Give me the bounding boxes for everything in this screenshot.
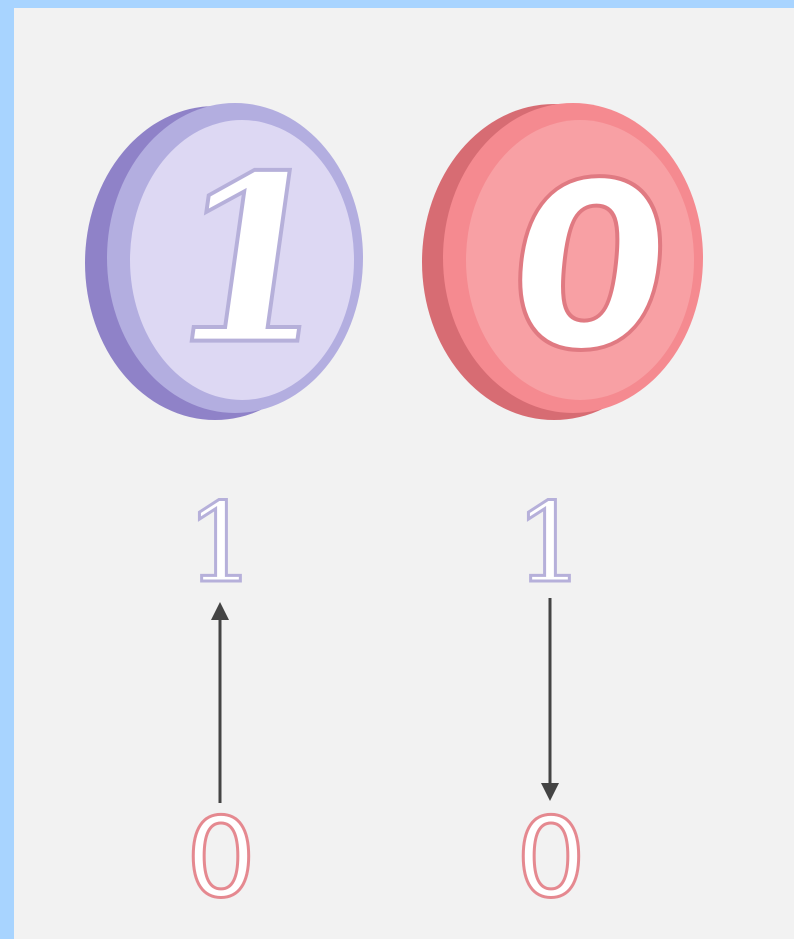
coin-one-face [130, 120, 354, 400]
diagram-frame: 1 0 1 0 1 0 [14, 8, 794, 939]
bit-flip-diagram: 1 0 1 0 1 0 [85, 103, 703, 924]
left-top-digit: 1 [186, 479, 256, 607]
right-bottom-digit: 0 [516, 794, 586, 922]
column-right: 1 0 [514, 478, 588, 924]
coin-zero-digit: 0 [496, 134, 684, 401]
coin-zero-face [466, 120, 694, 400]
coin-zero: 0 [422, 103, 703, 420]
coin-one: 1 [85, 103, 363, 420]
column-left: 1 0 [185, 478, 258, 924]
left-bottom-digit: 0 [186, 794, 256, 922]
right-top-digit: 1 [515, 479, 585, 607]
coin-one-digit: 1 [153, 125, 351, 396]
